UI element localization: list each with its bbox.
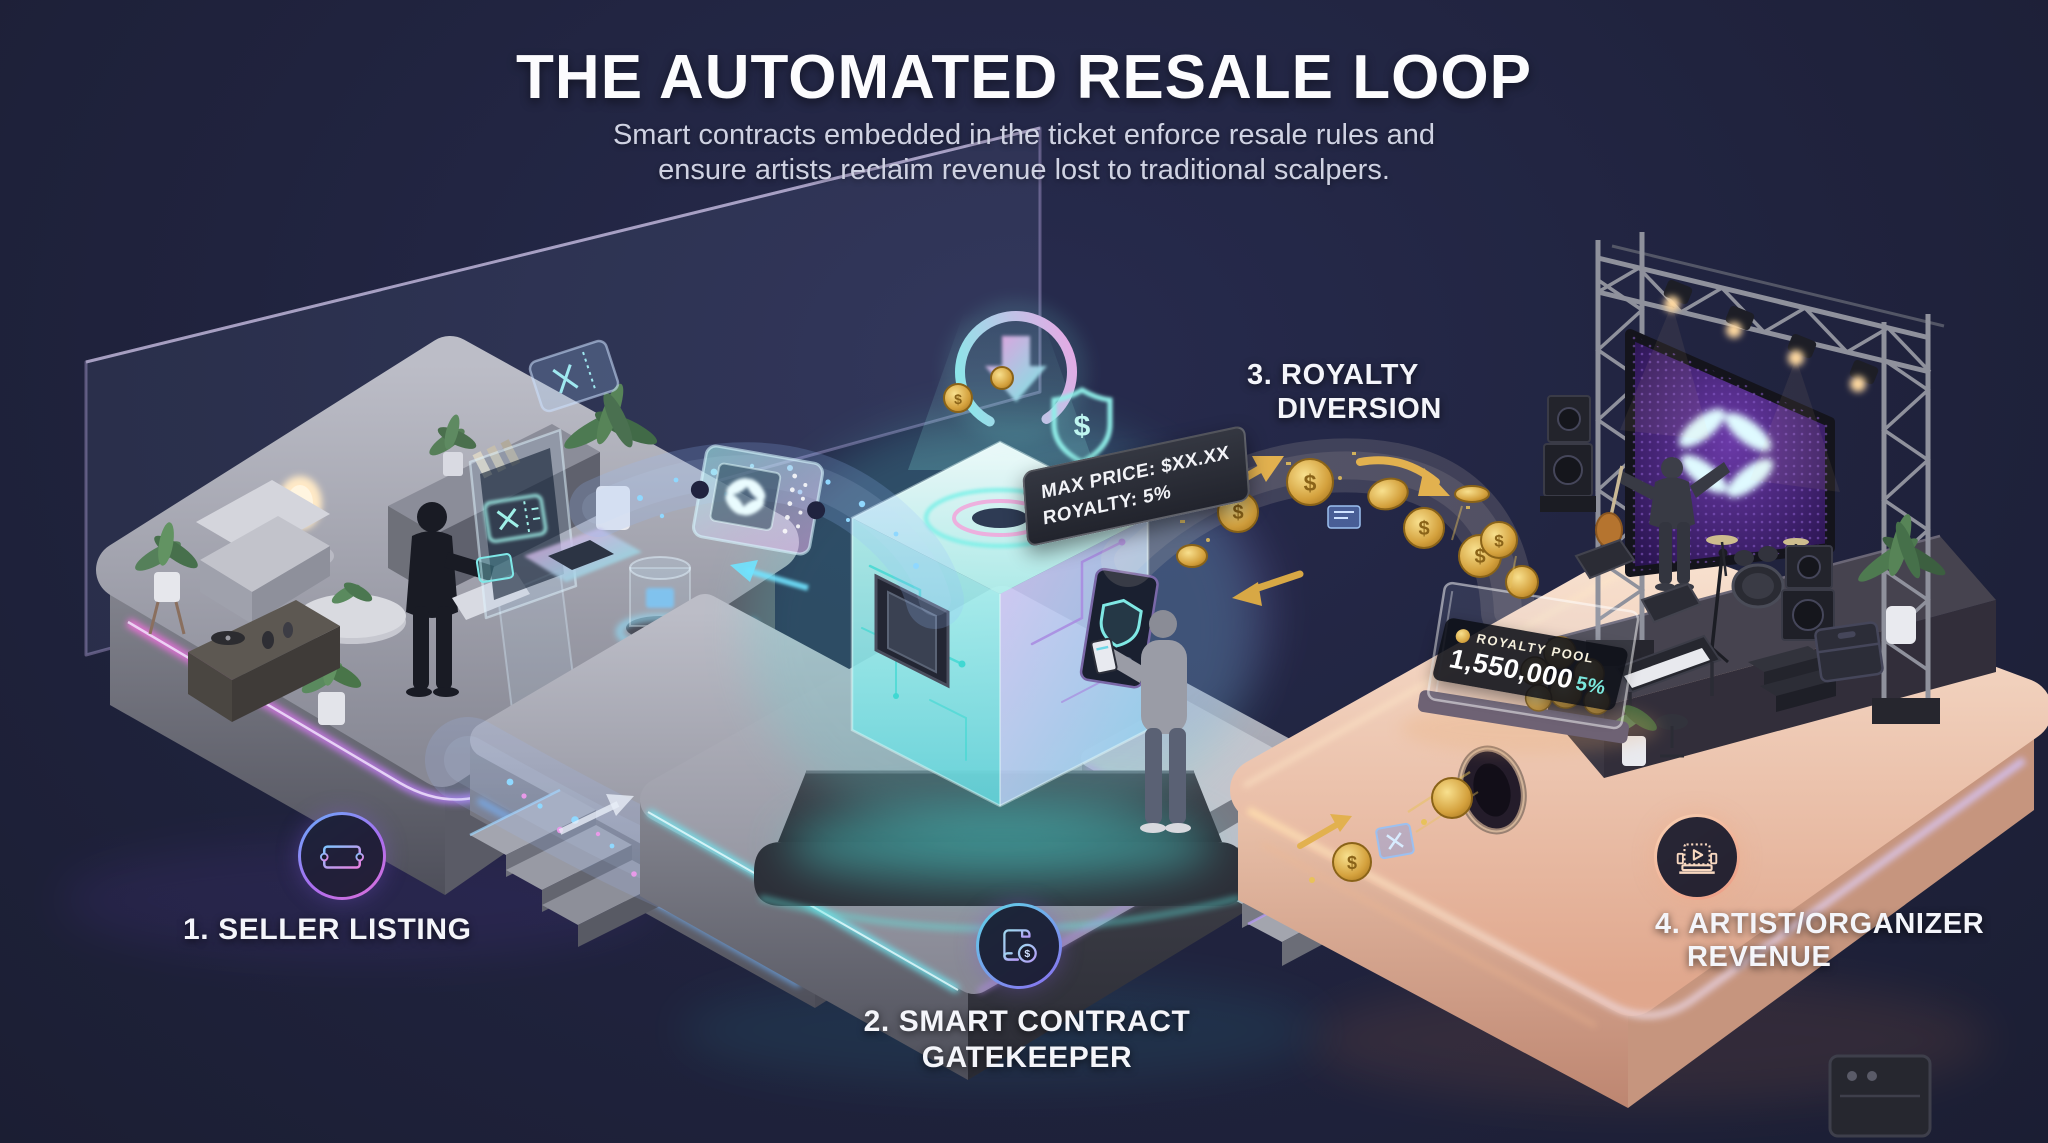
falling-coins: $ — [1451, 485, 1539, 599]
coin-dollar-symbol: $ — [1024, 949, 1030, 960]
flow-arrow — [558, 794, 634, 835]
spotlights — [1620, 279, 1879, 492]
holo-pad — [524, 528, 642, 582]
gatekeeper-scene: $ — [640, 300, 1372, 1080]
artist-revenue-badge — [1654, 814, 1740, 900]
coin-dollar-symbol: $ — [1304, 470, 1317, 496]
stage-truss — [1586, 232, 1945, 724]
holo-ticket-small — [528, 339, 620, 413]
coin-dollar-symbol: $ — [954, 391, 962, 407]
keyboard-synth — [1614, 634, 1722, 758]
return-arrow — [730, 560, 809, 591]
contract-scroll-icon: $ — [1003, 929, 1037, 963]
speaker-stack-left — [1540, 395, 1596, 512]
coin-dollar-symbol: $ — [1347, 853, 1357, 873]
tall-plant — [564, 383, 658, 530]
riser-steps — [1748, 646, 1836, 712]
download-arrow-icon — [985, 336, 1047, 402]
seller-listing-badge — [298, 812, 386, 900]
coin-trail-lower: $ — [1297, 770, 1479, 883]
revenue-scene: $ — [1230, 232, 2048, 1138]
ticket-conveyor-upper — [528, 339, 964, 629]
ticket-icon — [319, 845, 365, 869]
subtitle-line-2: ensure artists reclaim revenue lost to t… — [658, 153, 1390, 186]
road-case — [1814, 621, 1884, 683]
kiosk-ticket-glyph — [483, 494, 548, 543]
coin-dollar-symbol: $ — [1494, 532, 1504, 551]
royalty-pool-percent: 5% — [1573, 672, 1609, 700]
subtitle-line-1: Smart contracts embedded in the ticket e… — [612, 119, 1436, 151]
plant-on-table — [331, 582, 373, 604]
amp-box — [1828, 1054, 1932, 1138]
ticket-petal-logo — [725, 478, 766, 516]
gold-coin-icon — [1454, 627, 1472, 644]
step-label-seller-listing: 1. SELLER LISTING — [183, 913, 472, 946]
plant-on-sideboard — [429, 414, 477, 476]
coin-dollar-symbol: $ — [1232, 502, 1243, 524]
screen-petal-logo — [1678, 408, 1774, 498]
floor-plant-left — [135, 522, 198, 635]
stage-monitors — [1574, 538, 1702, 624]
speaker-stack-right — [1781, 545, 1835, 641]
step-label-artist-revenue: 4. ARTIST/ORGANIZER REVENUE — [1655, 908, 1985, 973]
data-chip — [1327, 505, 1361, 529]
coin-dollar-symbol: $ — [1418, 518, 1429, 540]
step-label-smart-contract: 2. SMART CONTRACT GATEKEEPER — [863, 1005, 1191, 1074]
buyer-figure — [1090, 610, 1191, 833]
ticket-intake-port — [874, 573, 950, 689]
page-title: THE AUTOMATED RESALE LOOP — [516, 43, 1532, 112]
step-label-royalty-diversion: 3. ROYALTY DIVERSION — [1247, 359, 1442, 425]
stage-play-icon — [1676, 843, 1718, 874]
page-subtitle: Smart contracts embedded in the ticket e… — [0, 118, 2048, 188]
palm-plant-right — [1858, 514, 1946, 644]
holo-ticket-large — [690, 444, 826, 556]
hologram-download-shield: $ — [944, 300, 1113, 465]
smart-contract-badge: $ — [976, 903, 1062, 989]
coin-dollar-symbol: $ — [1074, 410, 1091, 443]
record-player-console — [188, 600, 340, 722]
nft-chip — [1375, 822, 1415, 860]
seller-figure — [406, 502, 494, 697]
coin-dollar-symbol: $ — [1474, 546, 1485, 568]
kiosk-mini-ticket — [475, 553, 515, 583]
